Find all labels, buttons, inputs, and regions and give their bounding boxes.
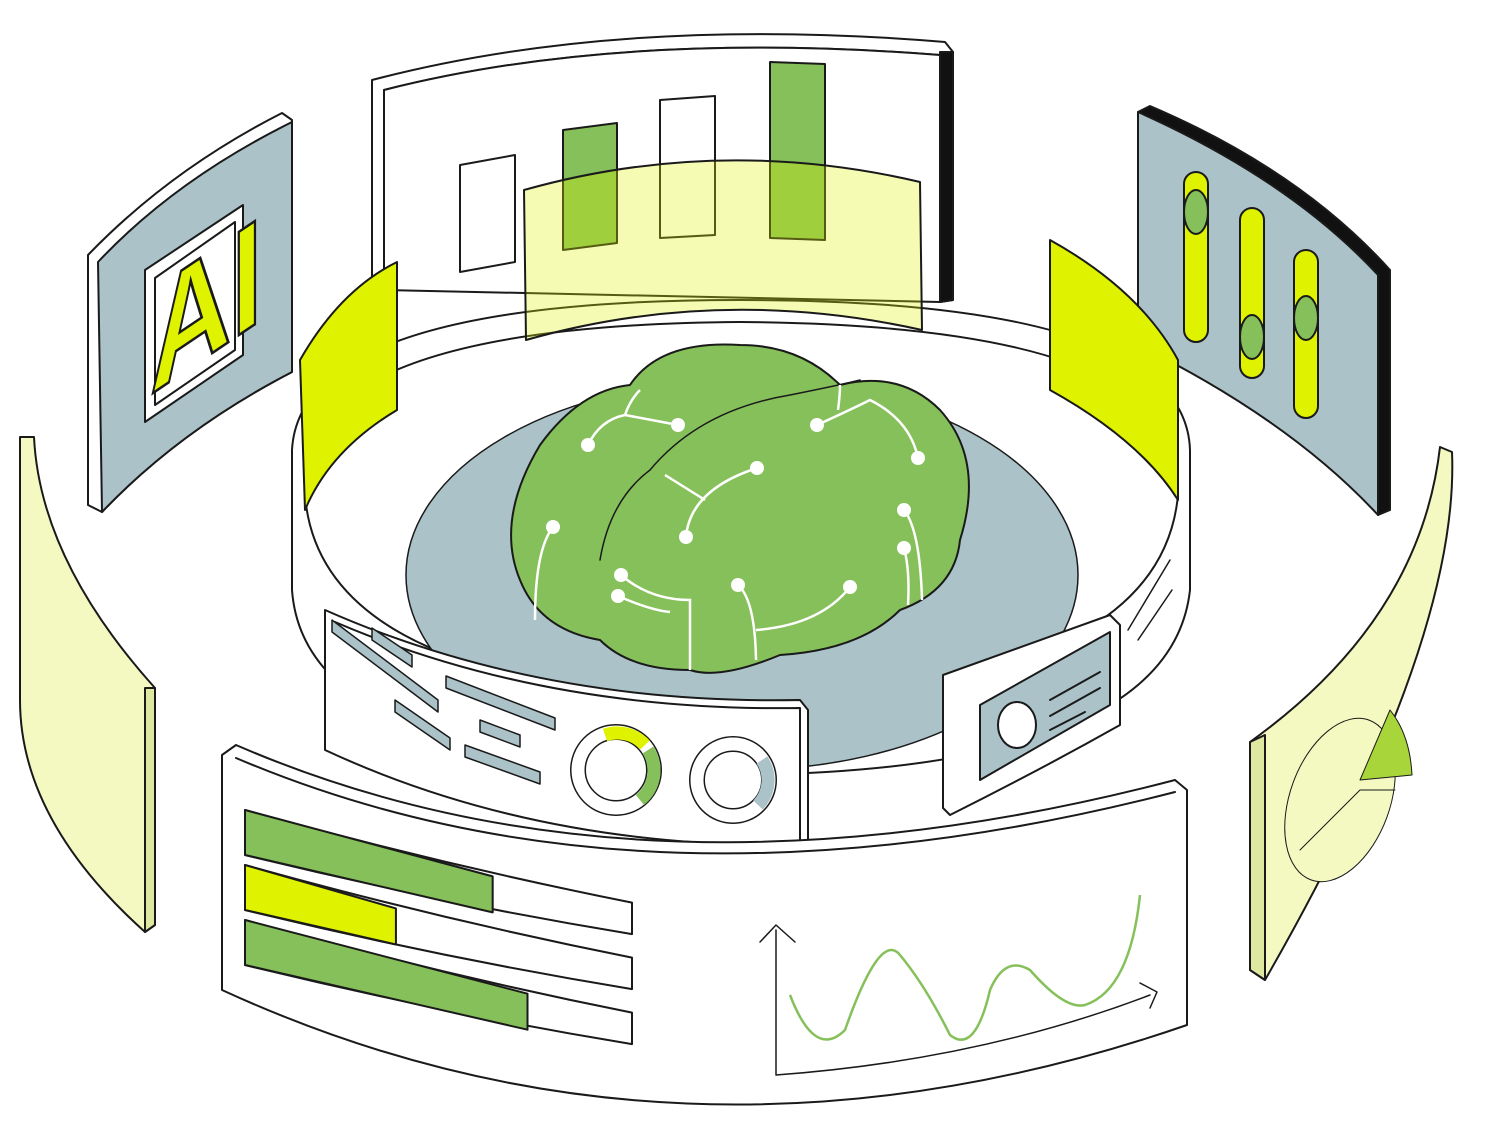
bar-1 — [459, 154, 516, 273]
bar-chart-panel — [371, 33, 954, 303]
progress-bar-fill — [244, 919, 529, 1031]
brain — [510, 343, 970, 674]
line-series — [788, 894, 1142, 1041]
donut-chart-1 — [570, 724, 662, 816]
y-axis-arrow-icon — [759, 924, 796, 943]
bottom-panel — [221, 744, 1188, 1106]
ring-info-panel — [324, 609, 809, 847]
bar-4 — [769, 61, 826, 241]
pie-chart — [1284, 717, 1396, 883]
progress-bar-fill — [244, 809, 494, 914]
slider-1 — [1183, 171, 1209, 343]
avatar-circle — [997, 701, 1037, 749]
pie-chart-panel — [1249, 446, 1454, 981]
bar-2 — [562, 122, 618, 251]
progress-bars — [244, 809, 633, 1046]
bar-3 — [659, 95, 716, 239]
progress-bar-fill — [244, 864, 397, 946]
ring-right-lime-panel — [1049, 239, 1179, 501]
slider-2 — [1239, 207, 1265, 379]
pie-slice — [1359, 709, 1413, 781]
slider-panel — [1137, 105, 1391, 516]
overlay-panel — [523, 159, 923, 341]
brain-nodes — [546, 418, 925, 603]
slider-3 — [1293, 249, 1319, 419]
far-left-panel — [19, 436, 156, 933]
x-axis-arrow-icon — [1139, 982, 1158, 1009]
y-axis — [775, 929, 1151, 1076]
donut-chart-2 — [689, 736, 777, 824]
ai-panel: AI — [87, 112, 293, 513]
line-chart — [759, 894, 1158, 1076]
ring-left-lime-panel — [299, 261, 398, 511]
profile-card-panel — [942, 559, 1173, 816]
text-lines — [331, 619, 556, 785]
